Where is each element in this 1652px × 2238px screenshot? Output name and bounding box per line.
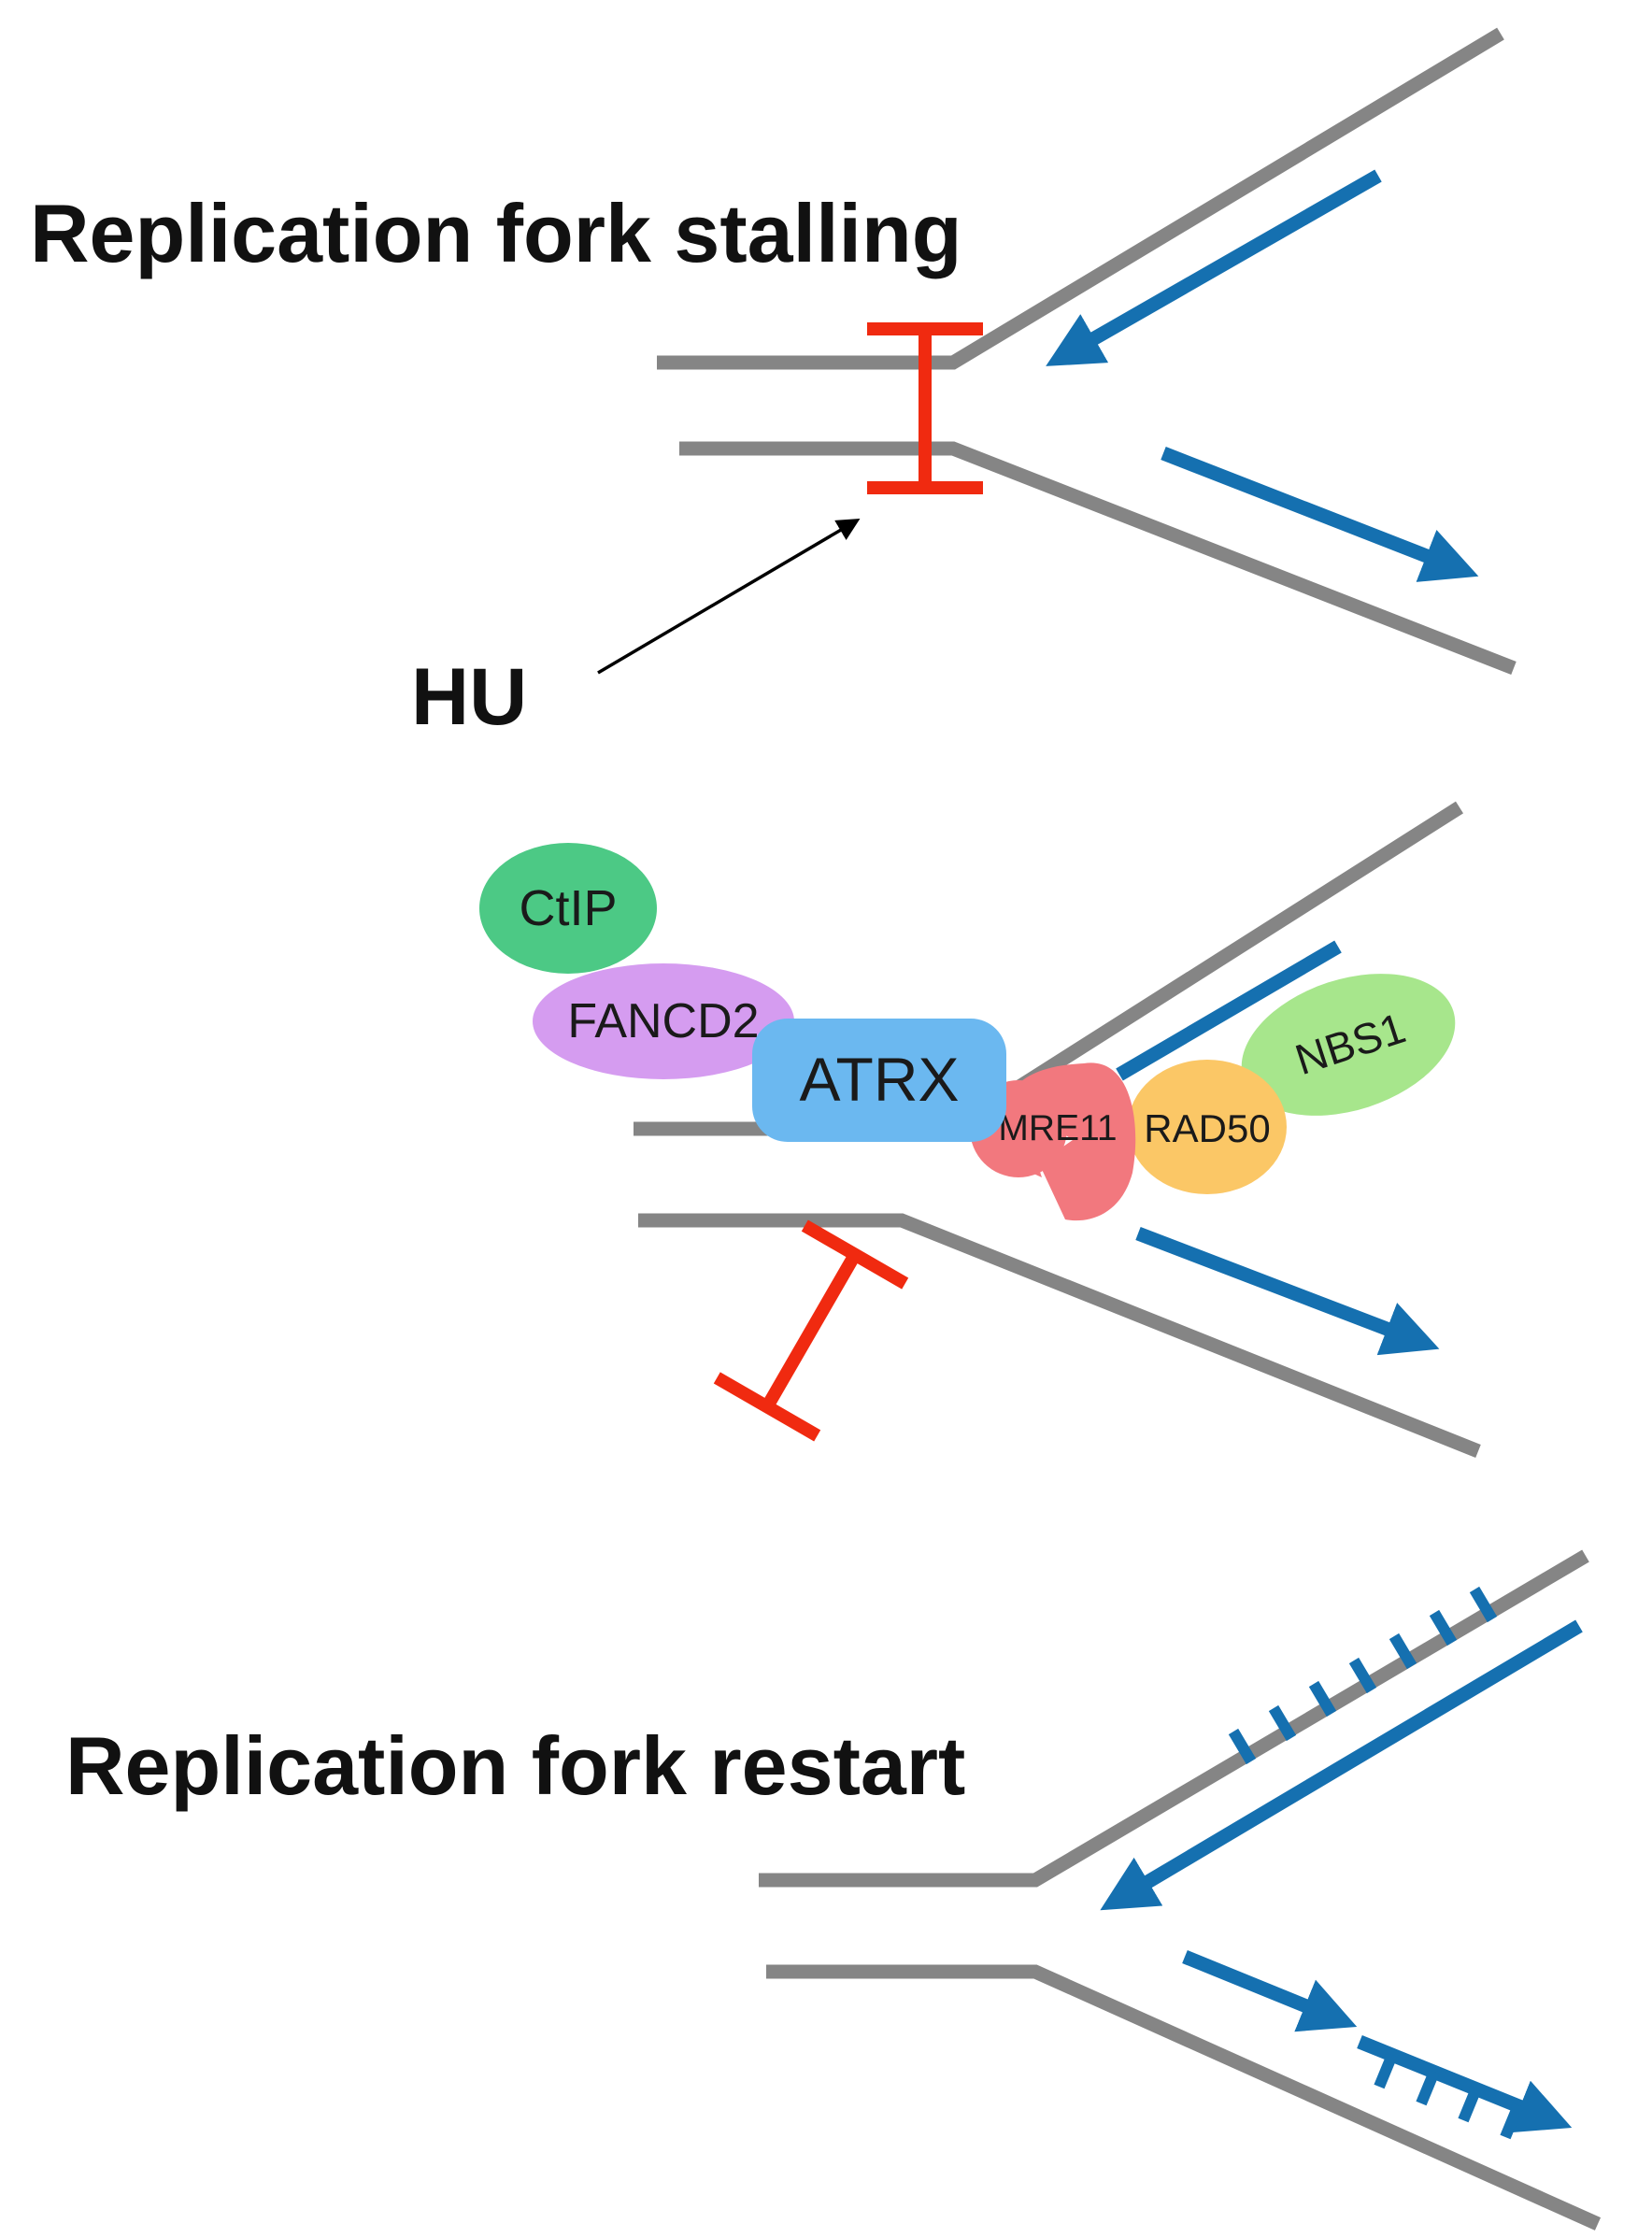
- atrx-label: ATRX: [799, 1045, 959, 1114]
- rad50-label: RAD50: [1144, 1106, 1270, 1150]
- protein-nbs1: NBS1: [1241, 974, 1456, 1116]
- protein-atrx: ATRX: [752, 1019, 1006, 1142]
- hu-block-2: [713, 1219, 909, 1442]
- leading-arrow: [1135, 1226, 1440, 1356]
- panel-fork-stalling: Replication fork stalling HU: [30, 27, 1517, 742]
- fancd2-label: FANCD2: [567, 994, 759, 1048]
- parental-strand-top: [759, 1549, 1589, 1888]
- leading-arrow: [1161, 447, 1479, 582]
- parental-dna-fork-3: [759, 1549, 1602, 2231]
- hu-label: HU: [411, 652, 527, 742]
- base-pairs-bottom: [1374, 2052, 1524, 2140]
- nascent-strands-fork-1: [1046, 169, 1479, 582]
- parental-strand-bottom: [638, 1213, 1481, 1458]
- hu-block-1: [867, 322, 983, 494]
- panel-fork-protection: CtIP FANCD2 NBS1 RAD50 MRE11 ATRX: [479, 801, 1481, 1458]
- primer-arrow: [1182, 1950, 1358, 2032]
- title-fork-stalling: Replication fork stalling: [30, 187, 961, 279]
- parental-strand-bottom: [679, 441, 1517, 675]
- protein-fancd2: FANCD2: [533, 963, 794, 1079]
- lagging-arrow: [1046, 169, 1382, 366]
- mre11-label: MRE11: [998, 1108, 1117, 1148]
- ctip-label: CtIP: [519, 880, 617, 936]
- parental-strand-top: [657, 27, 1504, 370]
- base-pairs-top: [1228, 1586, 1498, 1765]
- title-fork-restart: Replication fork restart: [65, 1719, 965, 1812]
- nascent-strands-fork-2: [1116, 940, 1440, 1356]
- resected-strand: [1116, 940, 1342, 1081]
- protein-rad50: RAD50: [1128, 1060, 1287, 1194]
- lagging-arrow: [1100, 1619, 1583, 1911]
- protein-ctip: CtIP: [479, 843, 657, 974]
- parental-dna-fork-1: [657, 27, 1517, 675]
- hu-pointer-arrow: [597, 519, 861, 675]
- parental-strand-bottom: [766, 1964, 1602, 2231]
- panel-fork-restart: Replication fork restart: [65, 1549, 1602, 2231]
